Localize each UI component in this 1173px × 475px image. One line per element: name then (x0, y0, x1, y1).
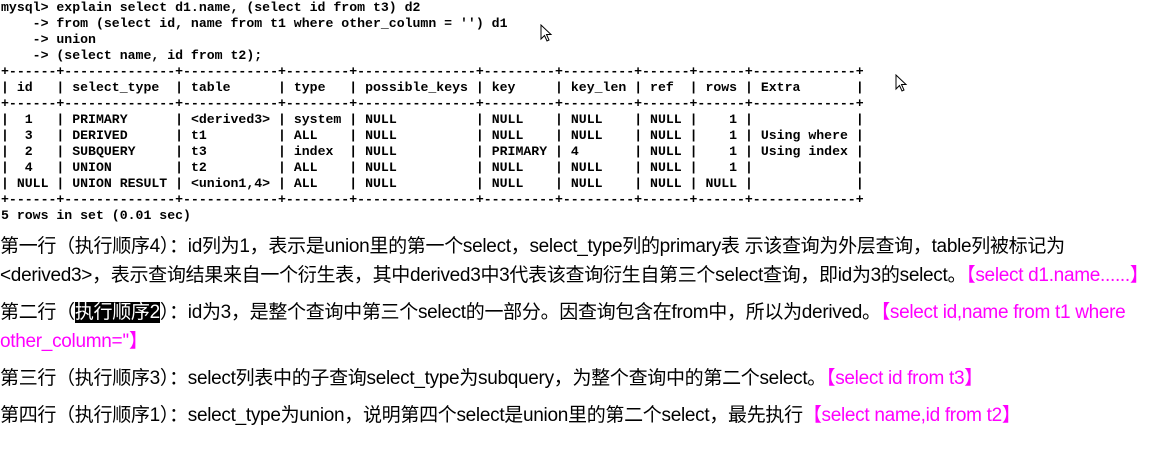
table-cell: NULL (365, 112, 468, 127)
note-sql: 【select id,name from t1 where other_colu… (0, 302, 1126, 352)
table-cell: NULL (650, 176, 682, 191)
note-text: 第三行（执行顺序3）：select列表中的子查询select_type为subq… (0, 368, 827, 389)
note-text: ）：id为3，是整个查询中第三个select的一部分。因查询包含在from中，所… (159, 302, 881, 323)
table-cell: DERIVED (72, 128, 168, 143)
explanation-notes: 第一行（执行顺序4）：id列为1，表示是union里的第一个select，sel… (0, 232, 1172, 438)
table-cell: 4 (570, 144, 627, 159)
note-row-2: 第二行（执行顺序2）：id为3，是整个查询中第三个select的一部分。因查询包… (0, 298, 1172, 356)
table-cell: 2 (16, 144, 49, 159)
table-cell: NULL (570, 112, 627, 127)
table-row: | 3 | DERIVED | t1 | ALL | NULL | NULL |… (1, 128, 864, 143)
command-line: -> from (select id, name from t1 where o… (1, 16, 508, 31)
table-cell: system (293, 112, 342, 127)
table-row: | 4 | UNION | t2 | ALL | NULL | NULL | N… (1, 160, 864, 175)
note-row-3: 第三行（执行顺序3）：select列表中的子查询select_type为subq… (0, 364, 1172, 393)
table-cell: ALL (293, 176, 342, 191)
table-cell (761, 112, 848, 127)
table-cell: UNION (72, 160, 168, 175)
table-cell: NULL (705, 176, 738, 191)
table-cell: NULL (491, 160, 548, 175)
note-sql: 【select d1.name......】 (966, 265, 1149, 286)
table-cell: NULL (491, 128, 548, 143)
table-cell: 4 (16, 160, 49, 175)
table-cell: 1 (705, 144, 738, 159)
table-cell: t3 (190, 144, 271, 159)
result-summary: 5 rows in set (0.01 sec) (1, 208, 191, 223)
table-cell: 3 (16, 128, 49, 143)
table-cell: Using where (760, 128, 848, 143)
table-border: +------+--------------+------------+----… (1, 64, 864, 79)
table-cell: NULL (650, 160, 682, 175)
note-row-4: 第四行（执行顺序1）：select_type为union，说明第四个select… (0, 401, 1172, 430)
table-cell: NULL (491, 112, 548, 127)
table-cell: NULL (650, 144, 682, 159)
table-cell: NULL (570, 160, 627, 175)
table-cell: 1 (705, 112, 738, 127)
explain-result-table: +------+--------------+------------+----… (1, 64, 864, 208)
column-header: rows (705, 80, 738, 95)
table-cell: NULL (650, 128, 682, 143)
column-header: id (16, 80, 49, 95)
table-cell: NULL (365, 176, 468, 191)
table-cell: ALL (293, 160, 342, 175)
table-border: +------+--------------+------------+----… (1, 192, 864, 207)
table-cell: NULL (365, 160, 468, 175)
command-line: -> (select name, id from t2); (1, 48, 263, 63)
table-cell: NULL (365, 144, 468, 159)
table-cell: NULL (491, 176, 548, 191)
column-header: key (491, 80, 548, 95)
table-cell: index (293, 144, 342, 159)
table-cell: NULL (650, 112, 682, 127)
column-header: key_len (570, 80, 627, 95)
column-header: table (190, 80, 271, 95)
table-cell: NULL (365, 128, 468, 143)
table-cell: PRIMARY (72, 112, 168, 127)
note-sql: 【select id from t3】 (826, 368, 983, 389)
table-cell: 1 (705, 160, 738, 175)
table-cell: t1 (190, 128, 271, 143)
table-row: | 1 | PRIMARY | <derived3> | system | NU… (1, 112, 864, 127)
column-header: possible_keys (365, 80, 468, 95)
table-cell: ALL (293, 128, 342, 143)
mysql-terminal-output: mysql> explain select d1.name, (select i… (1, 0, 864, 224)
table-cell: NULL (570, 128, 627, 143)
note-text: 第二行（ (0, 302, 75, 323)
table-cell: NULL (16, 176, 49, 191)
table-cell: NULL (570, 176, 627, 191)
column-header: ref (650, 80, 682, 95)
table-cell: t2 (190, 160, 271, 175)
column-header: type (293, 80, 342, 95)
table-cell: Using index (760, 144, 848, 159)
table-row: | 2 | SUBQUERY | t3 | index | NULL | PRI… (1, 144, 864, 159)
table-cell: SUBQUERY (72, 144, 168, 159)
command-line: -> union (1, 32, 96, 47)
column-header: select_type (72, 80, 168, 95)
table-cell: 1 (705, 128, 738, 143)
selected-text-highlight[interactable]: 执行顺序2 (74, 302, 160, 323)
table-cell: <union1,4> (190, 176, 271, 191)
table-cell: 1 (16, 112, 49, 127)
note-text: 第一行（执行顺序4）：id列为1，表示是union里的第一个select，sel… (0, 236, 1065, 286)
table-cell (761, 160, 848, 175)
command-line: mysql> explain select d1.name, (select i… (1, 0, 421, 15)
table-cell: <derived3> (190, 112, 271, 127)
table-border: +------+--------------+------------+----… (1, 96, 864, 111)
column-header: Extra (760, 80, 848, 95)
note-text: 第四行（执行顺序1）：select_type为union，说明第四个select… (0, 405, 803, 426)
mouse-cursor-icon (540, 24, 553, 42)
table-header-row: | id | select_type | table | type | poss… (1, 80, 864, 95)
table-cell: PRIMARY (491, 144, 548, 159)
table-cell: UNION RESULT (72, 176, 168, 191)
note-sql: 【select name,id from t2】 (802, 405, 1021, 426)
mouse-cursor-icon (895, 74, 908, 92)
table-cell (761, 176, 848, 191)
table-row: | NULL | UNION RESULT | <union1,4> | ALL… (1, 176, 864, 191)
note-row-1: 第一行（执行顺序4）：id列为1，表示是union里的第一个select，sel… (0, 232, 1172, 290)
